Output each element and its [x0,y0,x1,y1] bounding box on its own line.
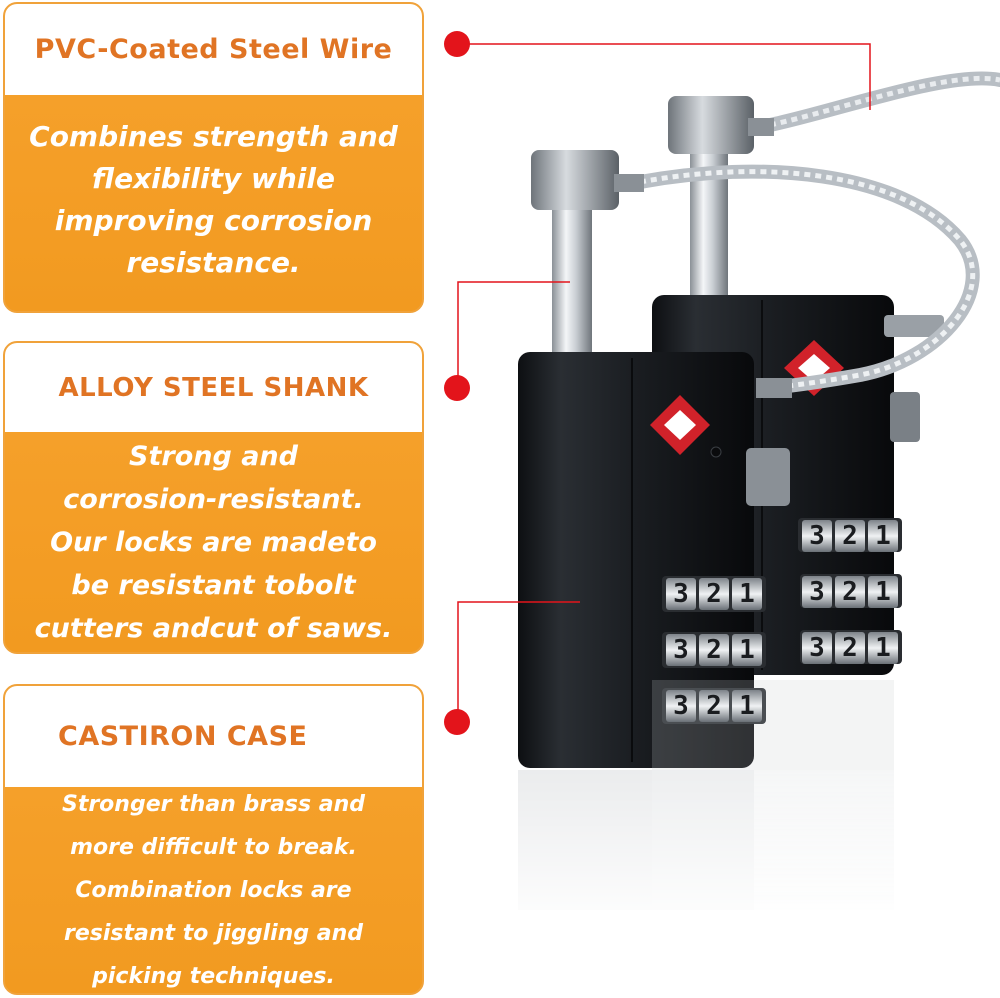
dial-digit[interactable]: 3 [666,634,696,666]
feature-description-line: corrosion-resistant. [63,483,364,515]
callout-connectors [457,43,871,720]
back-lock [652,71,1000,675]
front-lock [518,150,790,768]
front-dial-column [662,576,766,724]
feature-card-steel-wire: PVC-Coated Steel Wire Combines strength … [3,2,424,313]
dial-digit[interactable]: 2 [835,576,865,608]
feature-description-line: Combines strength and [29,120,398,153]
feature-card-castiron-case: CASTIRON CASE Stronger than brass and mo… [3,684,424,995]
feature-description-line: picking techniques. [92,963,335,989]
feature-description-line: Stronger than brass and [61,791,366,817]
dial-digit[interactable]: 1 [868,576,898,608]
dial-digit[interactable]: 3 [802,576,832,608]
dial-digit[interactable]: 2 [835,520,865,552]
dial-digit[interactable]: 2 [835,632,865,664]
callout-marker-shank [444,375,470,401]
feature-description: Strong and corrosion-resistant. Our lock… [5,432,422,652]
feature-description-line: resistance. [126,246,301,279]
feature-description-line: Strong and [129,440,298,472]
dial-digit[interactable]: 3 [802,520,832,552]
feature-description-line: Combination locks are [75,877,352,903]
back-dial-column [798,518,902,664]
feature-description-line: more difficult to break. [70,834,357,860]
front-cable [633,164,980,398]
feature-description-line: improving corrosion [54,204,373,237]
dial-digit[interactable]: 1 [732,690,762,722]
feature-description-line: flexibility while [92,162,335,195]
feature-description-line: resistant to jiggling and [64,920,363,946]
tsa-logo-back [784,340,844,396]
dial-digit[interactable]: 1 [868,520,898,552]
feature-description-line: cutters andcut of saws. [34,612,393,644]
feature-description-line: Our locks are madeto [50,526,377,558]
dial-digit[interactable]: 1 [732,634,762,666]
feature-title: PVC-Coated Steel Wire [5,4,422,95]
dial-digit[interactable]: 3 [666,578,696,610]
dial-digit[interactable]: 1 [732,578,762,610]
callout-marker-case [444,709,470,735]
dial-digit[interactable]: 1 [868,632,898,664]
feature-title: ALLOY STEEL SHANK [5,343,422,432]
dial-digit[interactable]: 3 [666,690,696,722]
dial-digit[interactable]: 2 [699,690,729,722]
feature-description: Combines strength and flexibility while … [5,95,422,311]
dial-digit[interactable]: 2 [699,578,729,610]
dial-digit[interactable]: 2 [699,634,729,666]
feature-description-line: be resistant tobolt [71,569,356,601]
dial-digit[interactable]: 3 [802,632,832,664]
product-reflection [500,680,920,930]
feature-description: Stronger than brass and more difficult t… [5,787,422,993]
feature-card-steel-shank: ALLOY STEEL SHANK Strong and corrosion-r… [3,341,424,654]
callout-marker-wire [444,31,470,57]
tsa-logo-front [650,395,710,455]
feature-title: CASTIRON CASE [5,686,422,787]
